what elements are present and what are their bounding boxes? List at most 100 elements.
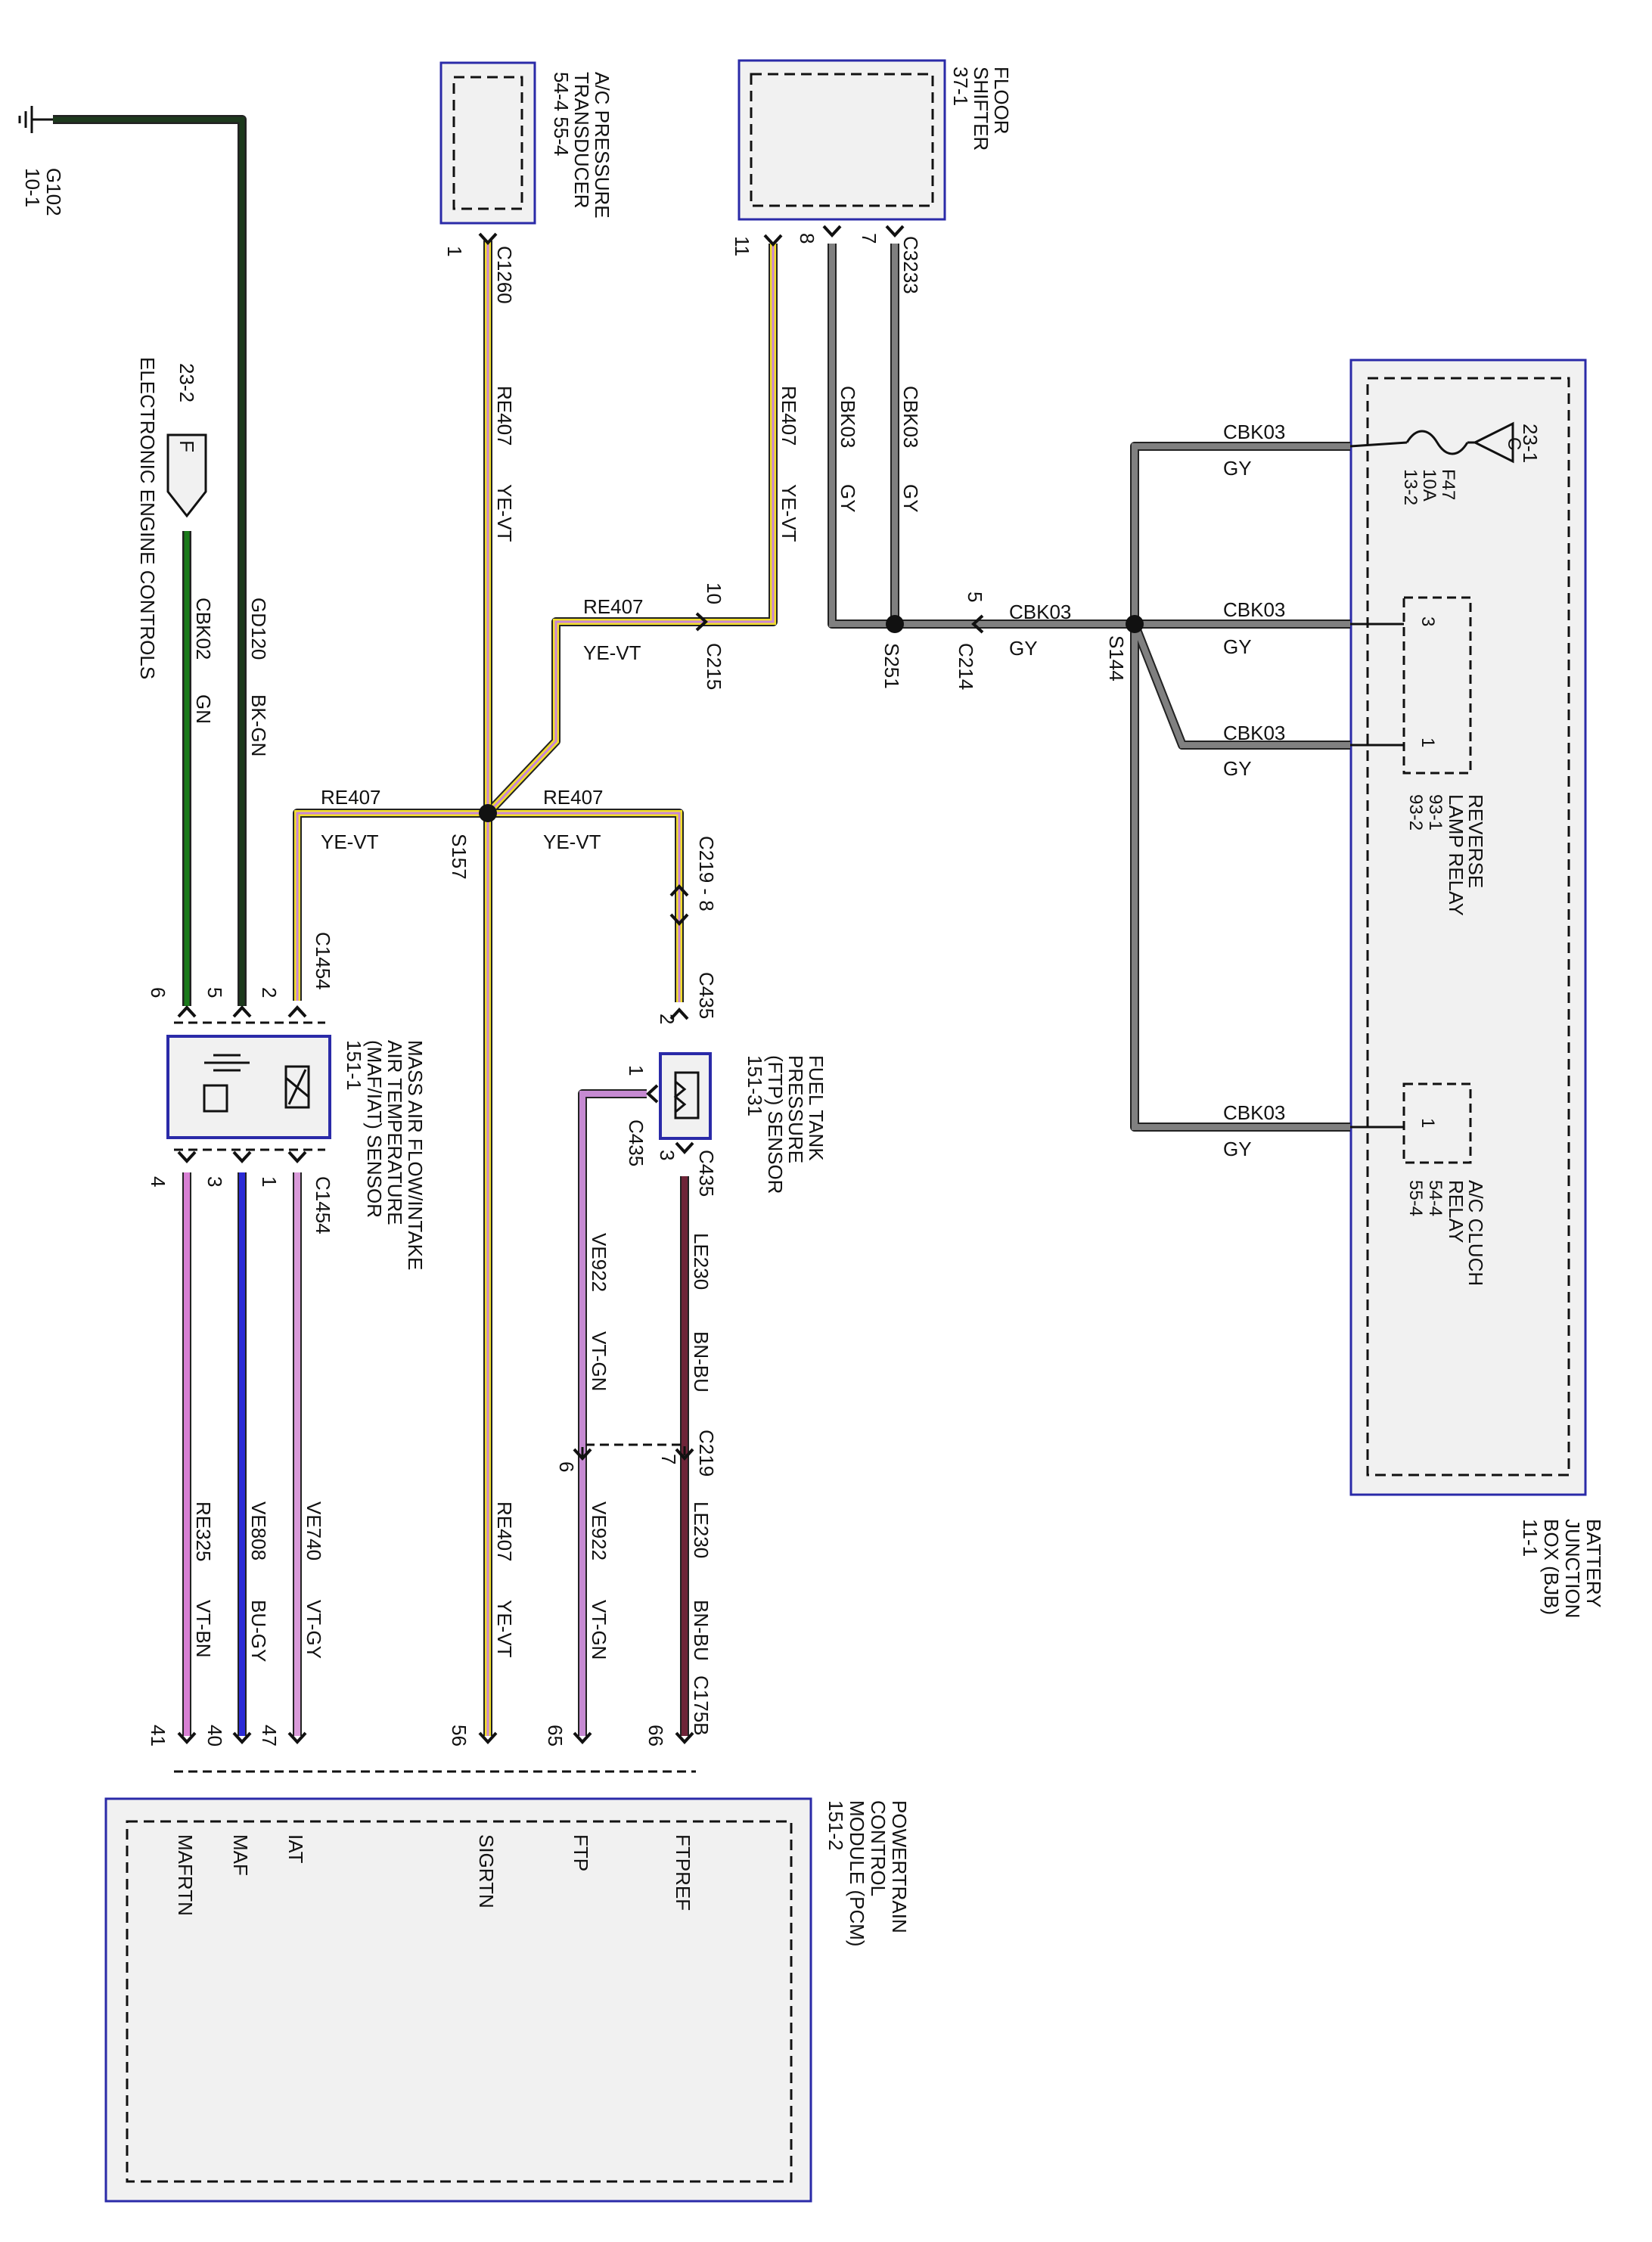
- pcm-sig-mafrtn: MAFRTN: [174, 1834, 197, 1916]
- bjb-page: 11-1: [1519, 1519, 1542, 1557]
- c3233-label: C3233: [899, 236, 922, 294]
- c1260-label: C1260: [493, 246, 516, 304]
- c435-upper-label: C435: [695, 972, 718, 1019]
- cbk03-circuit-shifter-7: CBK03: [899, 386, 922, 448]
- cbk03-color-fuse: GY: [1223, 457, 1252, 480]
- chevron-c1260: [478, 232, 498, 245]
- chevron-maf-1: [287, 1150, 307, 1163]
- chevron-c214: [971, 614, 984, 634]
- cbk03-color-relay-3: GY: [1223, 635, 1252, 658]
- ve740-color: VT-GY: [303, 1600, 325, 1659]
- ftp-pin-1: 1: [625, 1065, 647, 1076]
- ac-relay-page-1: 54-4: [1425, 1180, 1446, 1216]
- maf-pin-1: 1: [258, 1176, 281, 1187]
- c1454-upper-label: C1454: [312, 932, 334, 990]
- ac-relay-page-2: 55-4: [1405, 1180, 1426, 1216]
- maf-name-2: AIR TEMPERATURE: [384, 1040, 406, 1225]
- c1454-lower-label: C1454: [312, 1176, 334, 1234]
- chevron-pcm-2: [287, 1731, 307, 1744]
- c435-left-label: C435: [625, 1119, 647, 1166]
- ac-clutch-relay: [1402, 1082, 1472, 1164]
- eec-page: 23-2: [175, 363, 198, 402]
- le230-color-upper: BN-BU: [690, 1331, 713, 1393]
- cbk03-color-ac-relay: GY: [1223, 1138, 1252, 1160]
- splice-s251: [886, 615, 904, 633]
- chevron-c219-6: [573, 1448, 592, 1461]
- ac-pressure-transducer: [439, 61, 536, 225]
- splice-s144: [1126, 615, 1144, 633]
- pcm-pin-47: 47: [258, 1725, 281, 1747]
- ftp-name-3: (FTP) SENSOR: [764, 1055, 787, 1194]
- ac-relay-name-2: RELAY: [1445, 1180, 1467, 1243]
- c219-label: C219: [695, 1430, 718, 1477]
- eec-label: ELECTRONIC ENGINE CONTROLS: [136, 357, 159, 679]
- ac-relay-name-1: A/C CLUCH: [1464, 1180, 1487, 1286]
- ftp-name-2: PRESSURE: [784, 1055, 807, 1163]
- pcm-name-3: MODULE (PCM): [846, 1800, 868, 1947]
- chevron-shifter-7: [885, 225, 905, 238]
- floor-shifter-pin-8: 8: [796, 233, 818, 244]
- c219-pin-7: 7: [657, 1454, 680, 1464]
- c215-pin: 10: [703, 582, 725, 604]
- re407-circuit-lower: RE407: [493, 1501, 516, 1562]
- maf-pin-3: 3: [203, 1176, 226, 1187]
- ftp-pin-3: 3: [656, 1150, 678, 1160]
- cbk03-circuit-ac-relay: CBK03: [1223, 1101, 1285, 1124]
- fuse-f47-icon: [1405, 430, 1475, 455]
- ftp-name-1: FUEL TANK: [805, 1055, 828, 1161]
- chevron-maf-5: [232, 1005, 252, 1018]
- maf-pin-6: 6: [147, 987, 169, 998]
- re407-color-left: YE-VT: [321, 831, 379, 853]
- re407-circuit-shifter: RE407: [778, 386, 800, 446]
- pcm-sig-ftp: FTP: [570, 1834, 592, 1871]
- chevron-ftp-3: [675, 1141, 694, 1154]
- pcm-sig-iat: IAT: [284, 1834, 307, 1864]
- re407-color-lower: YE-VT: [493, 1600, 516, 1658]
- re325-color: VT-BN: [192, 1600, 215, 1658]
- fuse-page: 13-2: [1400, 469, 1421, 505]
- cbk03-circuit-shifter-8: CBK03: [837, 386, 859, 448]
- splice-s157: [479, 804, 497, 822]
- gd120-color: BK-GN: [247, 694, 270, 756]
- pcm-name-1: POWERTRAIN: [888, 1800, 911, 1933]
- ftp-page: 151-31: [744, 1055, 766, 1116]
- bjb-internal-lines: [1349, 441, 1408, 1129]
- ve740-circuit: VE740: [303, 1501, 325, 1560]
- ftp-sensor: [659, 1052, 712, 1140]
- bjb-feed-page: 23-1: [1519, 424, 1542, 463]
- chevron-pcm-5: [675, 1731, 694, 1744]
- floor-shifter-page: 37-1: [949, 67, 972, 106]
- connector-chevrons: [177, 225, 984, 1744]
- maf-name-1: MASS AIR FLOW/INTAKE: [404, 1040, 427, 1270]
- ve922-circuit-lower: VE922: [588, 1501, 610, 1560]
- cbk03-color-shifter-8: GY: [837, 484, 859, 513]
- re407-circuit-left: RE407: [321, 786, 381, 809]
- re325-circuit: RE325: [192, 1501, 215, 1562]
- le230-circuit-lower: LE230: [690, 1501, 713, 1558]
- cbk03-circuit-relay-3: CBK03: [1223, 598, 1285, 621]
- c219-connector-outline: [581, 1443, 686, 1456]
- ve922-circuit-upper: VE922: [588, 1233, 610, 1292]
- gd120-circuit: GD120: [247, 598, 270, 660]
- ground-page: 10-1: [21, 168, 44, 207]
- rev-relay-page-1: 93-1: [1425, 794, 1446, 831]
- pcm-sig-maf: MAF: [229, 1834, 252, 1876]
- cbk03-color-shifter-7: GY: [899, 484, 922, 513]
- floor-shifter-pin-11: 11: [731, 236, 753, 256]
- chevron-maf-6: [177, 1005, 197, 1018]
- re407-circuit-top: RE407: [493, 386, 516, 446]
- chevron-c219-8-b: [669, 913, 689, 926]
- le230-color-lower: BN-BU: [690, 1600, 713, 1661]
- pcm-page: 151-2: [824, 1800, 847, 1851]
- pcm-sig-ftpref: FTPREF: [672, 1834, 694, 1911]
- c214-pin: 5: [964, 592, 986, 602]
- bjb-name-1: BATTERY: [1582, 1519, 1605, 1608]
- ground-id: G102: [42, 168, 65, 216]
- s144-label: S144: [1105, 635, 1128, 682]
- fuse-rating: 10A: [1419, 469, 1439, 502]
- floor-shifter: [738, 59, 946, 221]
- cbk03-color-c214: GY: [1009, 637, 1038, 660]
- c435-lower-label: C435: [695, 1150, 718, 1197]
- pcm-pin-41: 41: [147, 1725, 169, 1747]
